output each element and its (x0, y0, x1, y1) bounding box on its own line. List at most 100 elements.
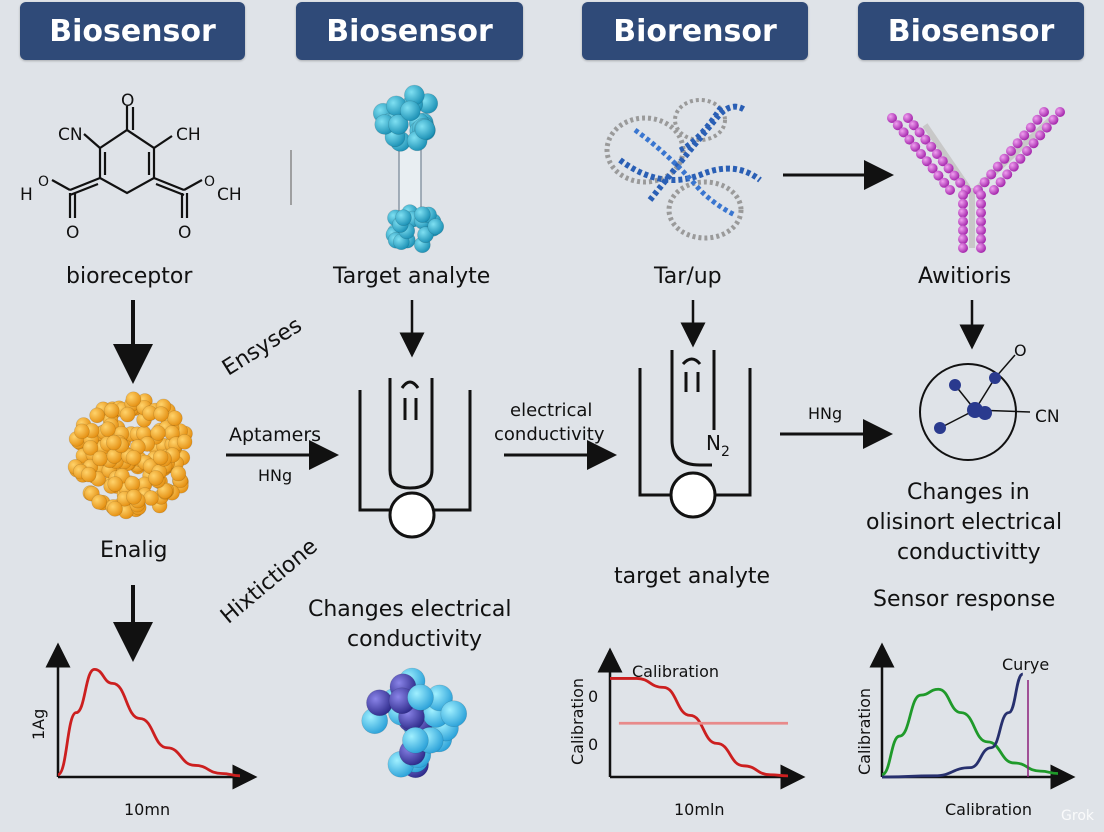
antibody-bead (976, 234, 986, 245)
sphere (125, 391, 142, 408)
antibody-bead (976, 216, 986, 227)
antibody-bead (1035, 130, 1046, 141)
y-tick-label: 0 (588, 687, 598, 706)
antibody-bead (976, 243, 986, 253)
sphere (388, 114, 409, 135)
sphere (166, 410, 183, 426)
target-analyte-molecule (372, 84, 445, 254)
svg-text:O: O (66, 223, 79, 243)
label-sensor-response: Sensor response (873, 587, 1056, 612)
antibody-bead (939, 177, 950, 188)
aptamer-strands (604, 98, 762, 241)
antibody-bead (937, 156, 948, 167)
antibody-bead (976, 207, 986, 218)
y-axis-label: Calibration (568, 678, 587, 765)
antibody-bead (892, 120, 903, 131)
antibody-bead (945, 185, 955, 195)
label-hng-2: HNg (808, 404, 843, 423)
sphere (395, 209, 412, 226)
cn-circle-label: CN (1035, 407, 1060, 427)
series-line-0 (610, 677, 789, 778)
series-line-0 (56, 667, 241, 778)
sphere (366, 689, 393, 717)
sphere (100, 421, 116, 437)
antibody-bead (958, 198, 968, 209)
svg-text:CH: CH (176, 125, 201, 145)
molecule-circle (919, 354, 1031, 461)
antibody-bead (1012, 138, 1023, 149)
series-line-1 (881, 672, 1024, 779)
antibody-bead (916, 149, 926, 159)
series-line-0 (881, 687, 1059, 777)
y-axis-label: Calibration (855, 688, 874, 775)
svg-text:O: O (178, 223, 191, 243)
antibody-bead (943, 163, 954, 174)
antibody-bead (958, 234, 968, 245)
chart-title: Curye (1002, 655, 1049, 674)
label-changes-electrical-1: Changes electrical (308, 597, 512, 622)
sphere (150, 425, 166, 441)
label-changes-in-1: Changes in (907, 480, 1030, 505)
antibody-bead (955, 177, 966, 188)
label-awitioris: Awitioris (918, 264, 1012, 289)
antibody-bead (921, 156, 932, 167)
sphere (400, 100, 421, 122)
antibody-bead (989, 185, 999, 195)
sphere (89, 407, 105, 424)
sphere (440, 700, 468, 728)
sphere (80, 466, 97, 483)
antibody-bead (1019, 130, 1030, 141)
label-changes-in-3: conductivitty (897, 540, 1041, 565)
label-hng-1: HNg (258, 466, 293, 485)
antibody-bead (958, 225, 968, 236)
antibody-bead (1006, 146, 1016, 156)
svg-text:CH: CH (217, 185, 242, 205)
antibody-bead (903, 113, 913, 123)
label-aptamers: Aptamers (229, 424, 322, 446)
antibody-bead (976, 190, 986, 200)
y-tick-label: 0 (588, 735, 598, 754)
sphere (170, 465, 187, 482)
antibody-bead (999, 153, 1010, 164)
sphere (402, 726, 429, 754)
x-axis-label: 10mln (674, 800, 725, 819)
antibody-bead (1008, 161, 1019, 172)
antibody-y-shape (887, 107, 1065, 253)
label-tarup: Tar/up (654, 264, 722, 289)
n2-label: N2 (706, 431, 730, 460)
sphere (82, 440, 99, 456)
sphere (414, 119, 436, 140)
antibody-bead (1025, 122, 1036, 133)
nanoparticle-cluster (361, 667, 468, 779)
svg-text:CN: CN (58, 125, 83, 145)
watermark-grok: Grok (1061, 808, 1094, 824)
antibody-bead (926, 141, 937, 152)
antibody-bead (1041, 122, 1052, 133)
antibody-bead (898, 127, 909, 138)
antibody-bead (986, 169, 997, 180)
antibody-bead (979, 177, 990, 188)
label-changes-in-2: olisinort electrical (866, 510, 1063, 535)
svg-text:O: O (204, 174, 215, 190)
chart-title: Calibration (632, 662, 719, 681)
sphere (107, 501, 123, 517)
x-axis-label: 10mn (124, 800, 170, 819)
sphere (107, 476, 123, 492)
sphere (91, 494, 108, 510)
antibody-bead (958, 243, 968, 253)
sphere (152, 449, 169, 466)
o-circle-label: O (1014, 341, 1027, 360)
label-target-analyte-top: Target analyte (333, 264, 491, 289)
antibody-bead (887, 113, 897, 123)
label-target-analyte-bottom: target analyte (614, 564, 771, 589)
antibody-bead (958, 190, 968, 200)
header-biosensor-1: Biosensor (20, 2, 245, 60)
antibody-bead (976, 225, 986, 236)
label-enalig: Enalig (100, 538, 168, 563)
antibody-bead (933, 170, 944, 181)
x-axis-label: Calibration (945, 800, 1032, 819)
label-conductivity: conductivity (494, 424, 605, 445)
svg-text:O: O (121, 91, 134, 111)
antibody-bead (1015, 153, 1026, 164)
chemical-labels: O CN CH H O O O CH O (20, 91, 242, 243)
